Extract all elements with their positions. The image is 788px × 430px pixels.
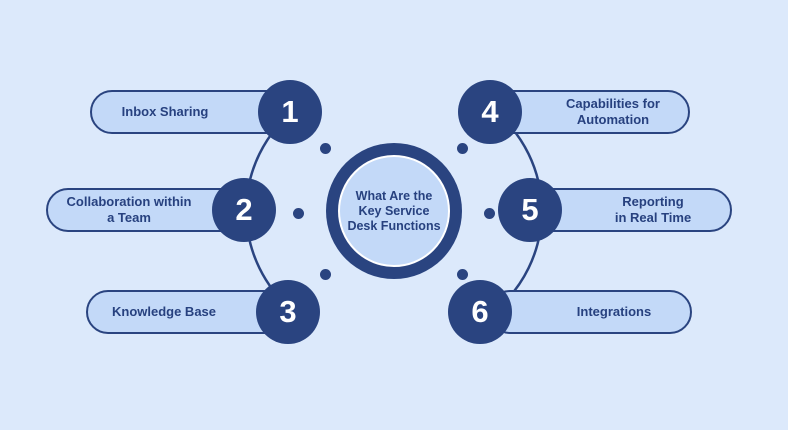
central-hub-inner: What Are the Key Service Desk Functions bbox=[338, 155, 450, 267]
label-inbox-sharing: Inbox Sharing bbox=[121, 104, 209, 119]
central-hub: What Are the Key Service Desk Functions bbox=[326, 143, 462, 279]
badge-1: 1 bbox=[258, 80, 322, 144]
connector-dot-left-bottom bbox=[320, 269, 331, 280]
badge-3: 3 bbox=[256, 280, 320, 344]
badge-3-number: 3 bbox=[279, 294, 297, 329]
connector-dot-left-top bbox=[320, 143, 331, 154]
pill-reporting: Reporting in Real Time bbox=[528, 188, 732, 232]
badge-1-number: 1 bbox=[281, 94, 299, 129]
hub-title: What Are the Key Service Desk Functions bbox=[347, 188, 441, 233]
badge-2-number: 2 bbox=[235, 192, 253, 227]
pill-inbox-sharing: Inbox Sharing bbox=[90, 90, 290, 134]
connector-dot-right-bottom bbox=[457, 269, 468, 280]
label-automation: Capabilities for Automation bbox=[566, 96, 660, 127]
badge-5: 5 bbox=[498, 178, 562, 242]
connector-dot-right-middle bbox=[484, 208, 495, 219]
pill-integrations: Integrations bbox=[488, 290, 692, 334]
badge-6: 6 bbox=[448, 280, 512, 344]
badge-2: 2 bbox=[212, 178, 276, 242]
label-collaboration: Collaboration within a Team bbox=[66, 194, 192, 225]
badge-6-number: 6 bbox=[471, 294, 489, 329]
label-integrations: Integrations bbox=[576, 304, 652, 319]
badge-4-number: 4 bbox=[481, 94, 499, 129]
label-reporting: Reporting in Real Time bbox=[614, 194, 692, 225]
badge-5-number: 5 bbox=[521, 192, 539, 227]
badge-4: 4 bbox=[458, 80, 522, 144]
connector-dot-left-middle bbox=[293, 208, 304, 219]
label-knowledge-base: Knowledge Base bbox=[111, 304, 217, 319]
connector-dot-right-top bbox=[457, 143, 468, 154]
